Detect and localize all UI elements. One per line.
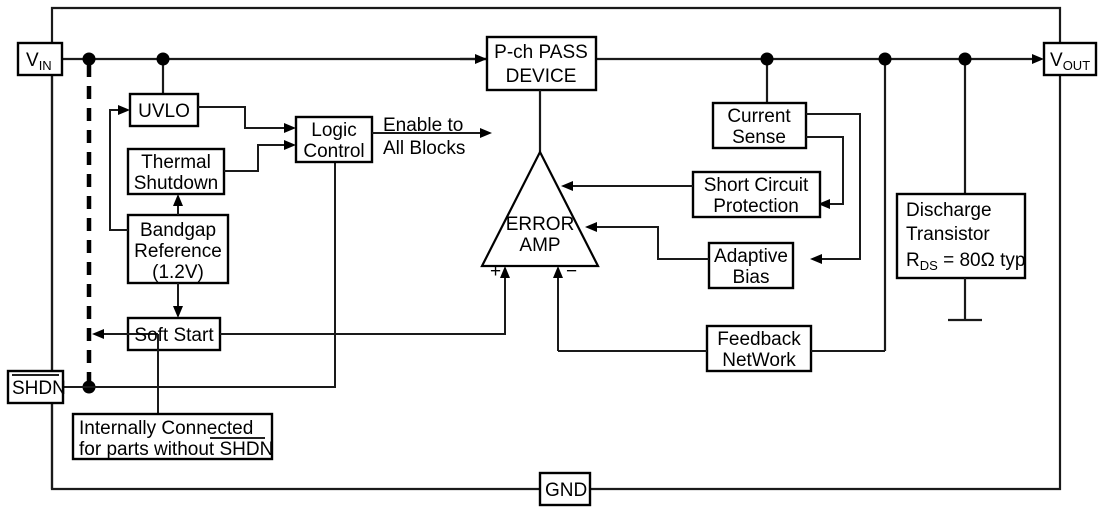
block-discharge-spec: RDS = 80Ω typ [906, 250, 1025, 273]
block-adaptive-label-1: Adaptive [714, 246, 788, 267]
block-discharge-transistor[interactable] [895, 192, 1027, 280]
block-feedback-label-2: NetWork [722, 350, 796, 371]
block-pass-label-1: P-ch PASS [494, 42, 588, 63]
note-line-2: for parts without SHDN [79, 439, 273, 460]
pin-vout-label: VOUT [1050, 50, 1090, 73]
wire-uvlo-to-logic [198, 106, 296, 133]
block-pass-label-2: DEVICE [506, 66, 577, 87]
wire-thermal-to-logic [224, 140, 296, 172]
note-line-1: Internally Connected [79, 418, 253, 439]
block-bandgap-label-2: Reference [134, 241, 222, 262]
wire-bandgap-to-uvlo [109, 105, 130, 231]
junction-dots [82, 52, 972, 394]
block-uvlo-label: UVLO [138, 101, 190, 122]
block-feedback-network[interactable] [705, 324, 813, 373]
block-thermal-label-1: Thermal [141, 152, 211, 173]
pin-gnd-box[interactable] [538, 471, 592, 507]
block-pass-device[interactable] [485, 35, 598, 92]
enable-annotation-line-1: Enable to [383, 115, 463, 136]
block-logic-label-1: Logic [311, 120, 356, 141]
wire-softstart-enable-feedback [92, 329, 159, 414]
block-feedback-label-1: Feedback [717, 329, 801, 350]
wire-short-to-erroramp [561, 181, 693, 191]
error-amp-label-1: ERROR [506, 214, 575, 235]
pin-vout-box[interactable] [1042, 41, 1098, 77]
erroramp-input-minus-wire [553, 266, 563, 351]
error-amplifier[interactable] [480, 149, 600, 268]
enable-annotation-line-2: All Blocks [383, 138, 465, 159]
block-bandgap-reference[interactable] [126, 213, 230, 285]
error-amp-label-2: AMP [519, 235, 560, 256]
wire-current-to-adaptive [806, 113, 861, 264]
block-logic-control[interactable] [294, 115, 374, 164]
wire-enable-to-all-blocks [372, 128, 492, 138]
block-current-label-2: Sense [732, 127, 786, 148]
block-short-label-2: Protection [713, 196, 799, 217]
block-short-circuit-protection[interactable] [691, 170, 822, 219]
block-discharge-label-1: Discharge [906, 200, 992, 221]
pin-shdn-label: SHDN [12, 378, 66, 399]
block-adaptive-bias[interactable] [707, 241, 795, 290]
wire-adaptive-to-erroramp [585, 222, 709, 260]
arrow-vin-to-pass [460, 54, 487, 64]
note-box [71, 412, 274, 461]
wire-softstart-to-erroramp-plus [220, 266, 510, 335]
block-current-label-1: Current [727, 106, 791, 127]
block-thermal-label-2: Shutdown [134, 173, 219, 194]
pin-vin-label: VIN [26, 50, 52, 73]
error-amp-minus-sign: − [566, 261, 577, 282]
block-bandgap-label-1: Bandgap [140, 220, 216, 241]
wire-bandgap-to-thermal [173, 194, 183, 215]
block-logic-label-2: Control [303, 141, 364, 162]
block-current-sense[interactable] [711, 101, 808, 150]
pin-shdn-box[interactable] [6, 369, 65, 405]
block-adaptive-label-2: Bias [733, 267, 770, 288]
wire-current-to-short [806, 136, 844, 209]
block-discharge-label-2: Transistor [906, 224, 990, 245]
wire-bandgap-to-softstart [173, 283, 183, 318]
block-bandgap-label-3: (1.2V) [152, 262, 204, 283]
pin-vin-box[interactable] [16, 41, 64, 77]
error-amp-plus-sign: + [490, 261, 501, 282]
block-thermal-shutdown[interactable] [126, 147, 226, 196]
block-softstart-label: Soft Start [134, 325, 214, 346]
block-short-label-1: Short Circuit [704, 175, 809, 196]
ground-symbol-discharge [948, 278, 982, 322]
pin-gnd-label: GND [545, 480, 587, 501]
